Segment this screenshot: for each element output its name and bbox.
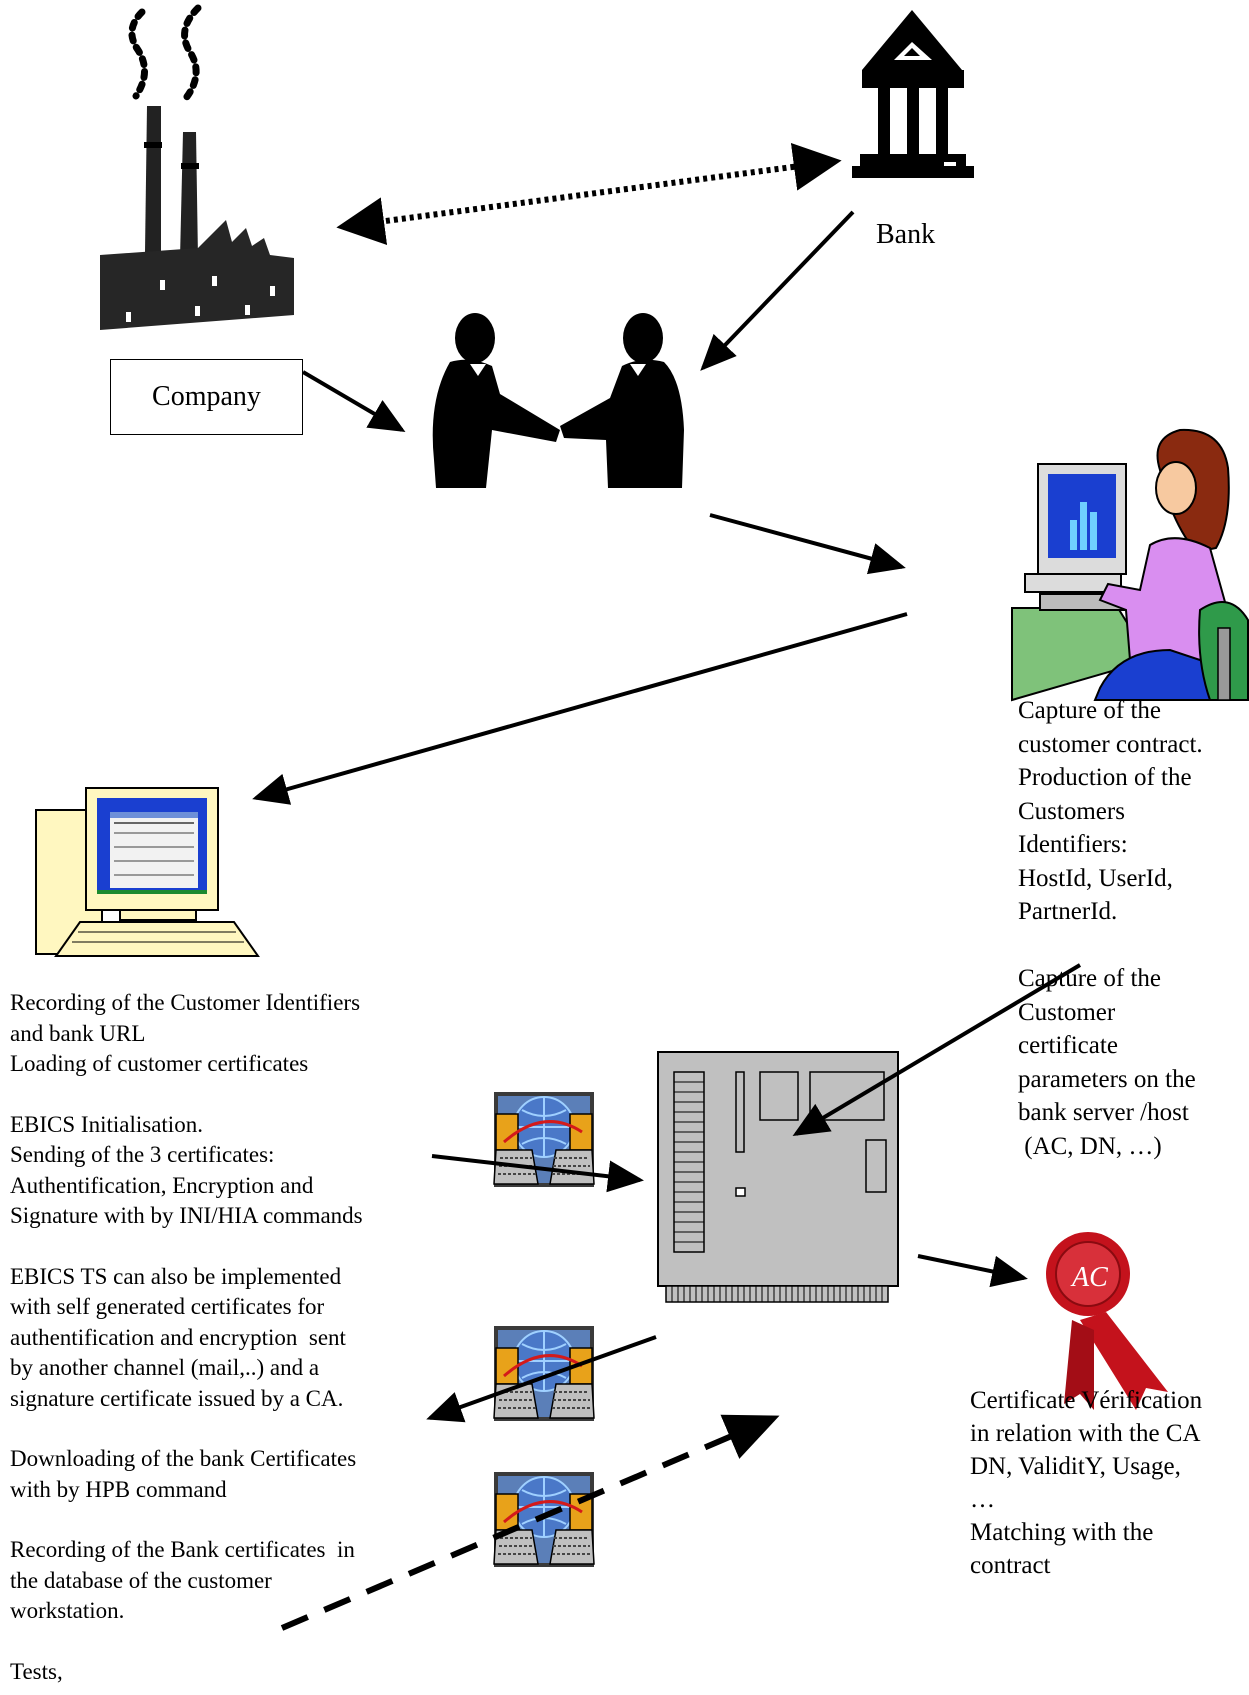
workstation-icon bbox=[35, 787, 260, 957]
operator-icon bbox=[1011, 428, 1249, 702]
arrow-bank-company bbox=[336, 142, 842, 246]
bank-icon bbox=[852, 10, 974, 178]
capture-params-text: Capture of the Customer certificate para… bbox=[1018, 965, 1196, 1160]
step-self-generated: EBICS TS can also be implemented with se… bbox=[10, 1263, 346, 1411]
step-record-bank: Recording of the Bank certificates in th… bbox=[10, 1537, 355, 1623]
network-exchange-icon bbox=[492, 1324, 596, 1423]
step-tests: Tests, bbox=[10, 1658, 63, 1684]
verification-text: Certificate Vérification in relation wit… bbox=[970, 1387, 1203, 1579]
step-download: Downloading of the bank Certificates wit… bbox=[10, 1446, 357, 1502]
certificate-seal-icon: AC bbox=[1046, 1232, 1168, 1410]
arrow-company-meeting bbox=[301, 370, 406, 433]
arrow-init-server bbox=[431, 1154, 644, 1193]
arrow-meeting-operator bbox=[709, 513, 906, 575]
arrow-server-download bbox=[426, 1335, 657, 1423]
seal-text: AC bbox=[1070, 1262, 1108, 1293]
left-steps-text: Recording of the Customer Identifiers an… bbox=[10, 988, 363, 1687]
company-label: Company bbox=[152, 381, 261, 412]
step-initialisation: EBICS Initialisation. Sending of the 3 c… bbox=[10, 1111, 363, 1229]
arrow-operator-workstation bbox=[252, 612, 908, 805]
arrow-server-verification bbox=[917, 1254, 1028, 1288]
bank-label: Bank bbox=[876, 219, 936, 250]
flow-arrows bbox=[252, 142, 1082, 1631]
company-box: Company bbox=[110, 359, 303, 435]
capture-contract-text: Capture of the customer contract. Produc… bbox=[1018, 697, 1203, 925]
factory-icon bbox=[100, 4, 294, 330]
arrow-params-server bbox=[792, 963, 1082, 1137]
handshake-icon bbox=[432, 313, 684, 488]
server-icon bbox=[657, 1051, 899, 1303]
step-recording: Recording of the Customer Identifiers an… bbox=[10, 990, 361, 1076]
arrow-bank-meeting bbox=[700, 210, 855, 371]
network-exchange-icon bbox=[492, 1470, 596, 1569]
